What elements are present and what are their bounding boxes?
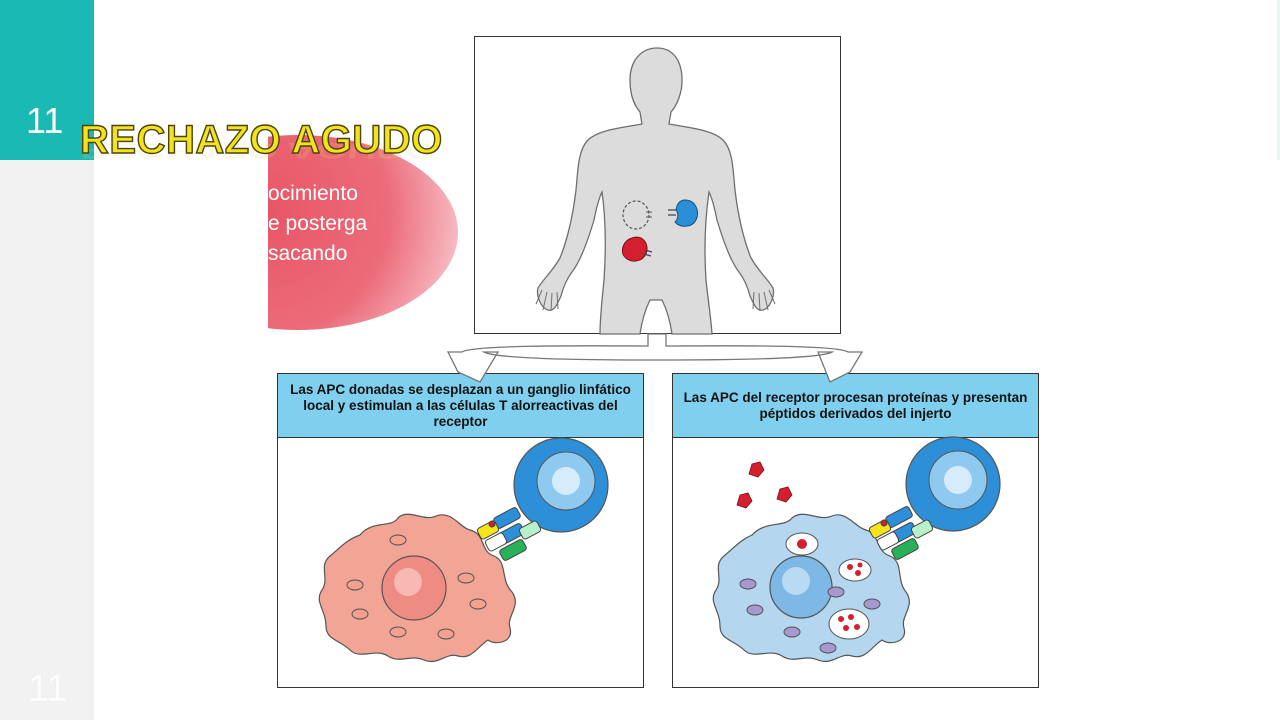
recipient-kidney (621, 236, 648, 262)
free-antigen-particles (736, 461, 793, 509)
removed-kidney-outline (622, 200, 650, 230)
t-cell-right (905, 436, 1001, 532)
red-decorative-shape (268, 135, 463, 335)
slide-title: RECHAZO AGUDO (79, 117, 443, 162)
receptor-complex-right (868, 506, 934, 560)
recipient-apc-cell (712, 513, 910, 662)
partial-text-line-3: sacando (268, 242, 348, 265)
removed-kidney-vessels (646, 211, 652, 218)
panel-right-caption: Las APC del receptor procesan proteínas … (672, 373, 1039, 438)
t-cell-left (513, 437, 609, 533)
endosome-vesicles (785, 532, 872, 640)
partial-text-line-1: ocimiento (268, 182, 358, 205)
donor-kidney-vessels (668, 209, 676, 216)
recipient-kidney-vessels (643, 249, 653, 257)
partial-text-line-2: e posterga (268, 212, 368, 235)
slide-number-block (0, 0, 94, 160)
donor-apc-cell (318, 513, 516, 662)
human-body-silhouette (535, 47, 776, 335)
panel-left-caption: Las APC donadas se desplazan a un gangli… (277, 373, 644, 438)
slide-number-footer: 11 (28, 668, 68, 710)
branch-arrow (446, 333, 864, 383)
donor-kidney (674, 199, 699, 227)
slide-number: 11 (26, 100, 64, 141)
receptor-complex-left (476, 507, 542, 561)
right-edge-accent (1277, 0, 1280, 160)
